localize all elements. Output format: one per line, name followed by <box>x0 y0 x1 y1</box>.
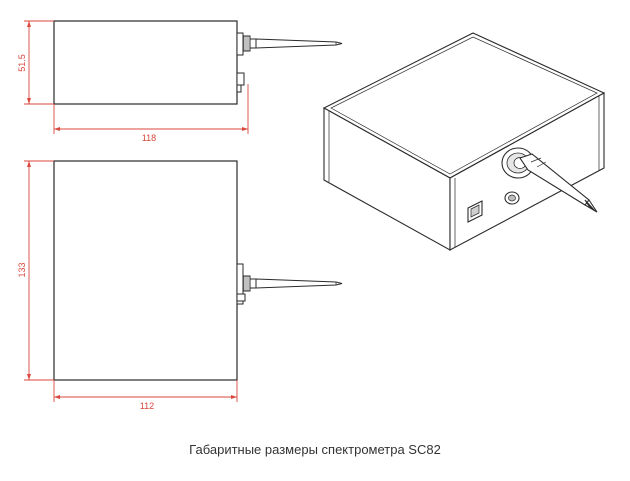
top-view-probe <box>236 263 343 305</box>
side-width-label: 118 <box>142 133 156 143</box>
top-height-label: 133 <box>17 262 27 277</box>
top-view: 133 112 <box>17 160 343 411</box>
iso-usb-port <box>467 200 483 223</box>
isometric-view <box>322 32 606 251</box>
side-view-port <box>236 72 245 93</box>
iso-probe <box>519 153 598 213</box>
side-height-label: 51.5 <box>17 54 27 72</box>
top-width-dimension <box>53 380 238 402</box>
top-width-label: 112 <box>140 401 154 411</box>
iso-round-connector <box>504 191 520 205</box>
side-height-dimension <box>24 20 54 105</box>
side-view-body <box>53 20 238 105</box>
figure-caption: Габаритные размеры спектрометра SC82 <box>189 442 441 457</box>
top-view-body <box>53 160 238 381</box>
side-view: 51.5 118 <box>17 20 343 143</box>
side-width-dimension <box>53 84 249 134</box>
top-height-dimension <box>24 160 54 381</box>
side-view-probe <box>236 32 343 56</box>
